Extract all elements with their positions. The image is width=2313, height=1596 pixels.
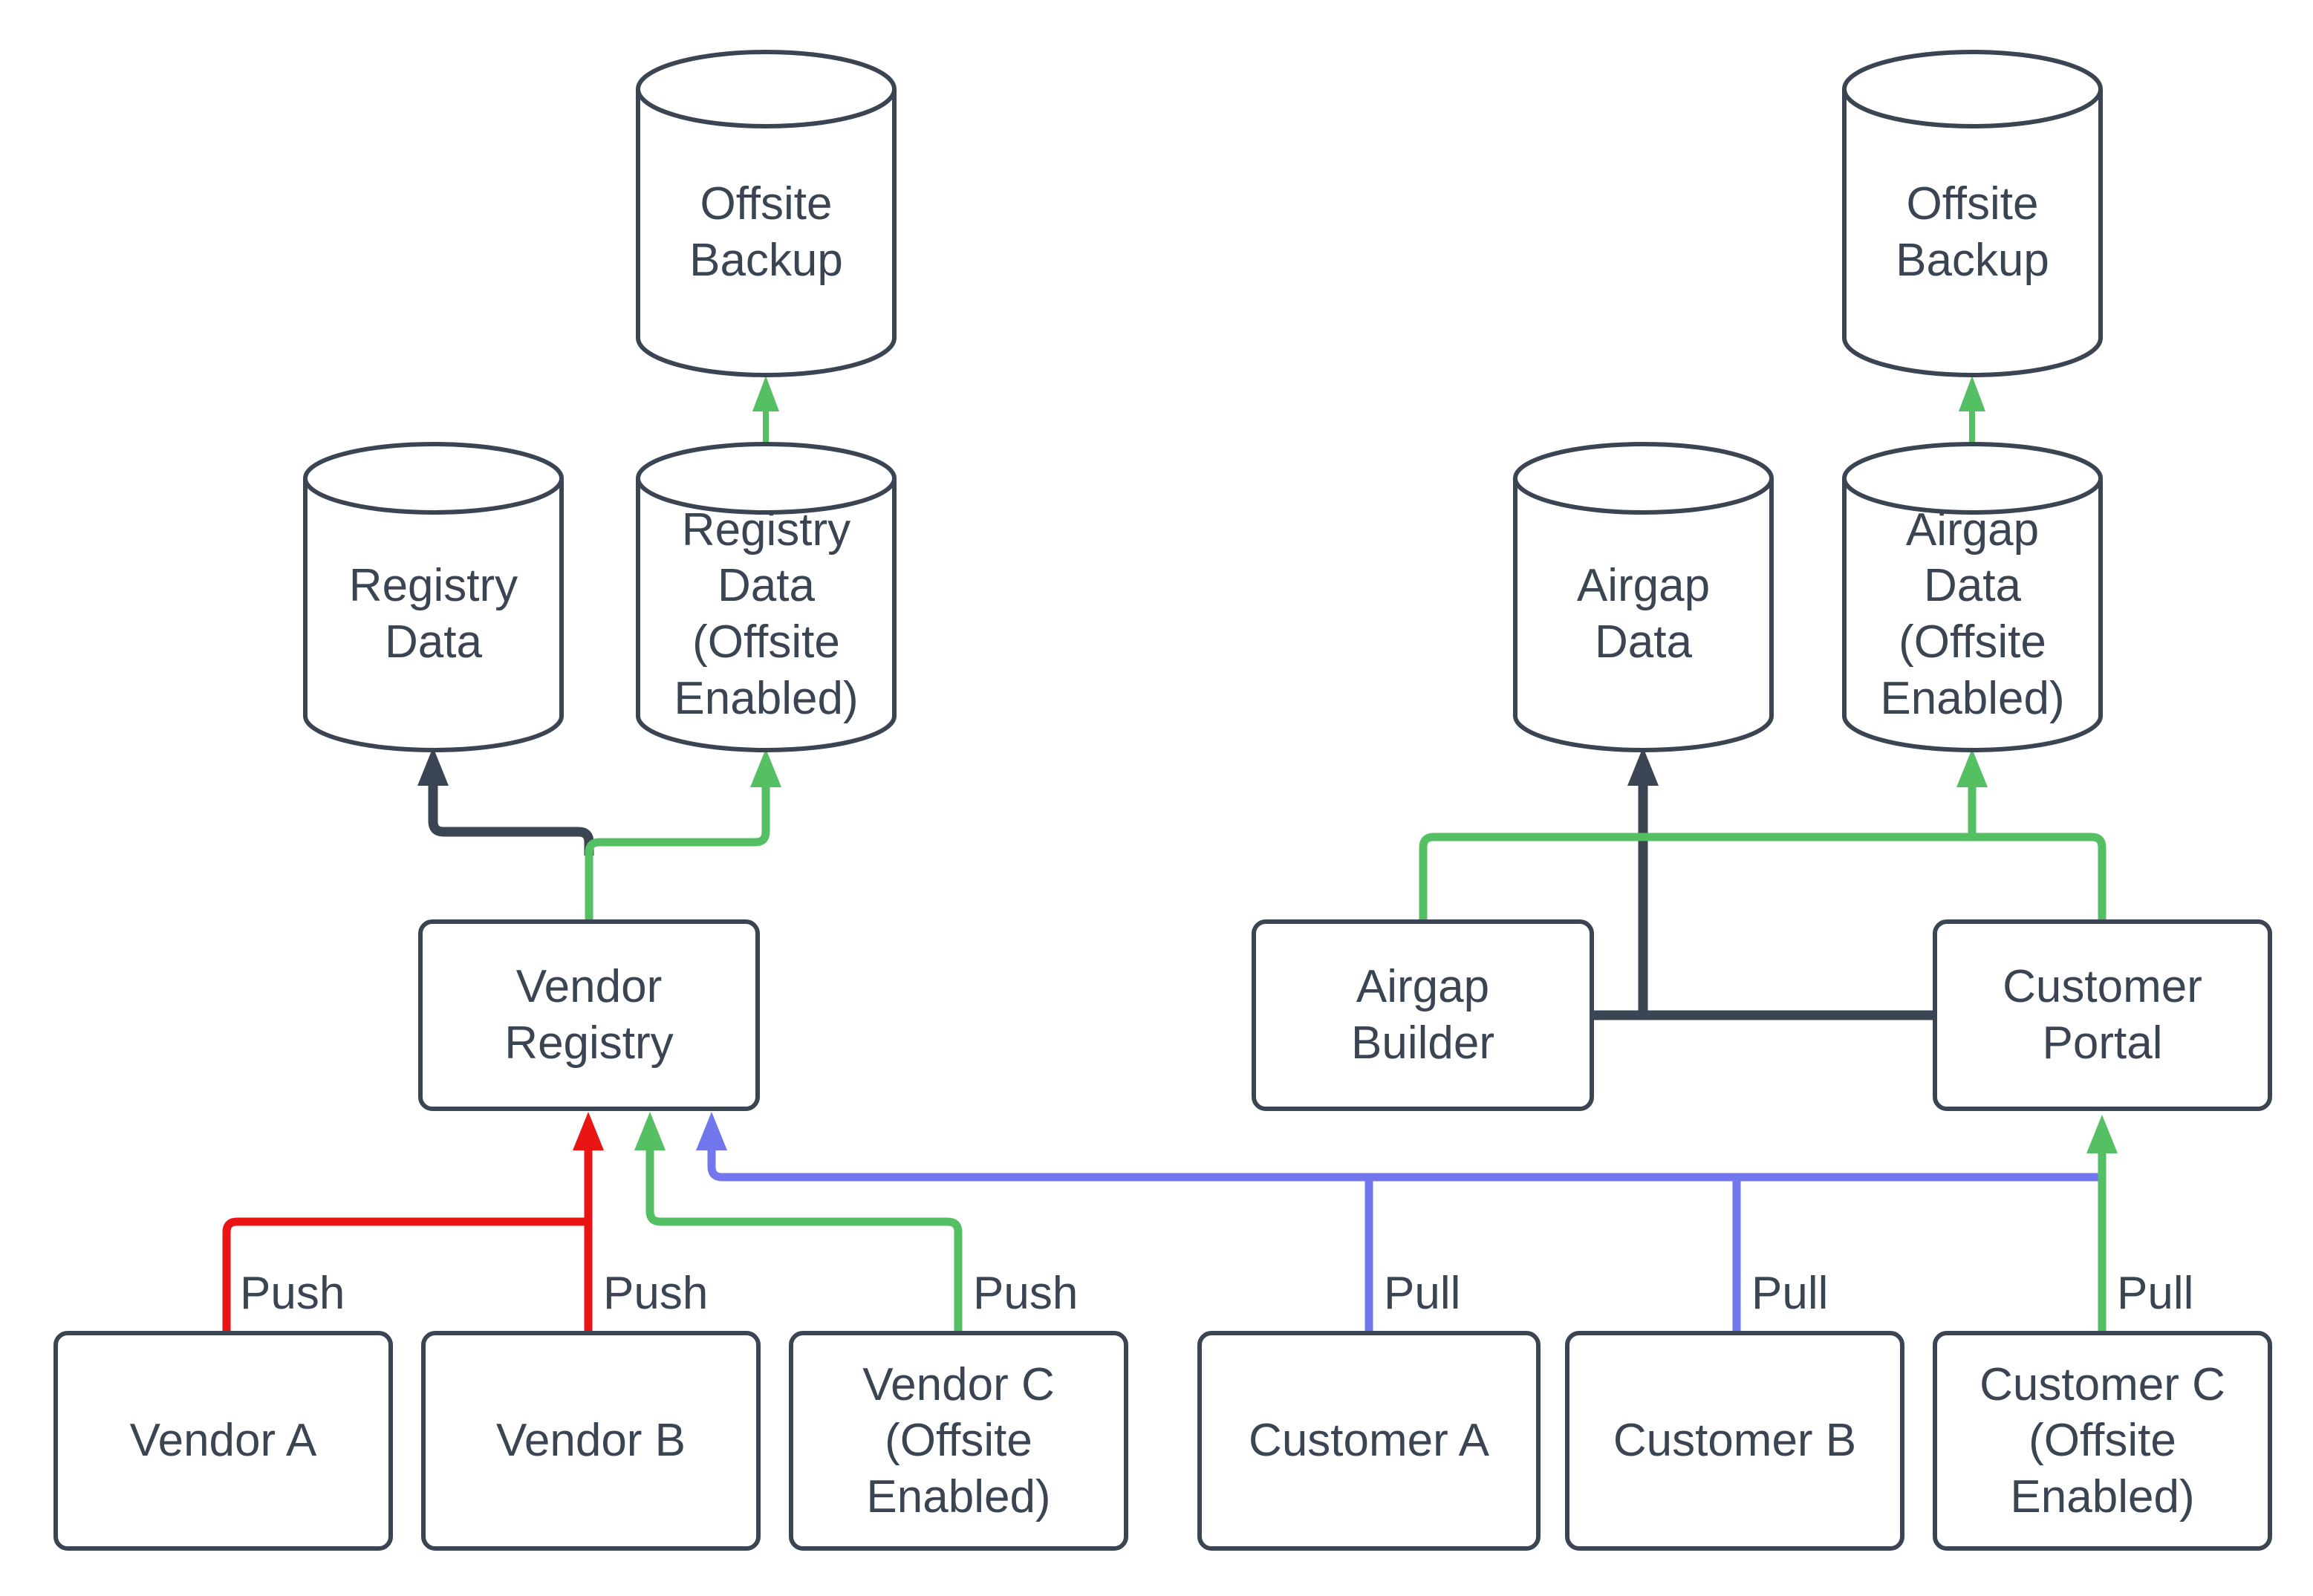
edge-push-vendor-a <box>222 1217 588 1333</box>
arrowhead-airgap-data <box>1627 747 1659 786</box>
arrowhead-pull-customer-portal <box>2086 1115 2118 1153</box>
arrowhead-airgap-data-offsite <box>1956 749 1988 787</box>
node-registry-data-shape <box>303 442 564 752</box>
node-customer-c-shape <box>1933 1331 2272 1551</box>
node-customer-portal-shape <box>1933 919 2272 1111</box>
edge-vendor-registry-to-registry-data-offsite <box>585 787 770 922</box>
edge-green-right-network <box>1419 833 2107 922</box>
arrowhead-offsite-backup-left <box>752 376 779 411</box>
arrowhead-push-green <box>634 1112 666 1150</box>
node-customer-b-shape <box>1565 1331 1904 1551</box>
arrowhead-offsite-backup-right <box>1959 376 1985 411</box>
node-vendor-a-shape <box>53 1331 393 1551</box>
node-vendor-b-shape <box>421 1331 761 1551</box>
node-airgap-data-offsite-shape <box>1842 442 2103 752</box>
node-vendor-c-shape <box>789 1331 1128 1551</box>
edge-push-vendor-c <box>645 1150 963 1333</box>
node-customer-a-shape <box>1197 1331 1541 1551</box>
node-offsite-backup-left-shape <box>636 50 897 377</box>
arrowhead-registry-data <box>417 747 449 786</box>
arrowhead-registry-data-offsite <box>750 749 781 787</box>
arrowhead-push-red <box>573 1112 604 1150</box>
node-airgap-builder-shape <box>1252 919 1594 1111</box>
arrowhead-pull-vendor-registry <box>696 1112 727 1150</box>
node-registry-data-offsite-shape <box>636 442 897 752</box>
node-airgap-data-shape <box>1513 442 1774 752</box>
connector-layer <box>222 376 2118 1333</box>
node-vendor-registry-shape <box>418 919 760 1111</box>
node-layer <box>53 50 2272 1551</box>
node-offsite-backup-right-shape <box>1842 50 2103 377</box>
edge-pull-trunk <box>707 1150 2099 1182</box>
edge-vendor-registry-to-registry-data <box>428 786 594 856</box>
